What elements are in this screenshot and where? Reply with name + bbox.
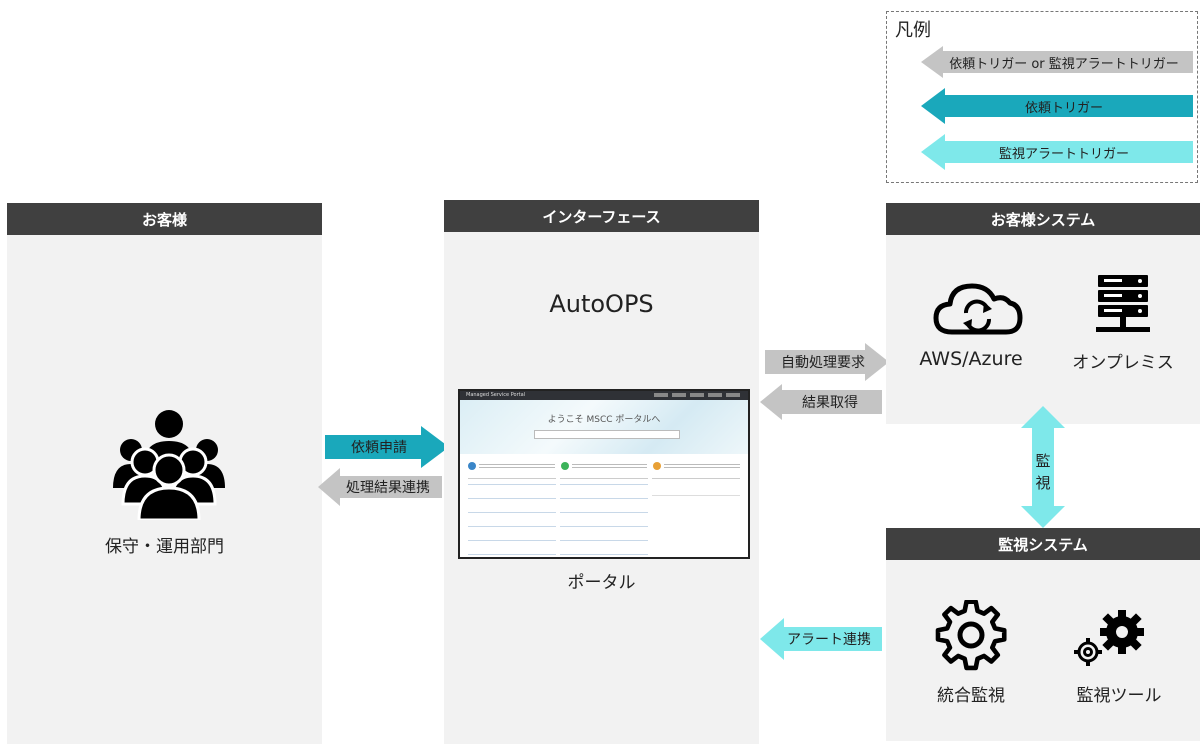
portal-list-column xyxy=(560,478,648,557)
product-title: AutoOPS xyxy=(549,290,654,318)
portal-list-column xyxy=(468,478,556,557)
alert-link-arrow-label: アラート連携 xyxy=(787,632,871,648)
gear-icon xyxy=(935,600,1007,671)
server-icon xyxy=(1096,275,1150,332)
portal-cards-row xyxy=(460,454,748,478)
portal-lists xyxy=(460,478,748,557)
result-link-arrow-label: 処理結果連携 xyxy=(346,480,430,496)
portal-nav-title: Managed Service Portal xyxy=(466,392,526,398)
gears-icon xyxy=(1074,610,1144,666)
legend-item-label: 依頼トリガー xyxy=(1024,100,1103,116)
legend-title: 凡例 xyxy=(895,20,931,41)
portal-card-icon xyxy=(653,462,662,470)
portal-card-text xyxy=(479,463,555,469)
result-fetch-arrow: 結果取得 xyxy=(760,384,882,420)
portal-card-text xyxy=(571,463,648,469)
auto-request-arrow-shape xyxy=(765,343,889,381)
integrated-monitoring-label: 統合監視 xyxy=(937,686,1005,706)
people-group-icon xyxy=(113,410,225,520)
portal-card-icon xyxy=(560,462,569,470)
portal-label: ポータル xyxy=(567,573,636,593)
legend-item-label: 監視アラートトリガー xyxy=(998,146,1129,162)
portal-nav-bar: Managed Service Portal xyxy=(460,391,748,400)
gray-arrow-shape xyxy=(921,46,1193,78)
legend: 凡例 依頼トリガー or 監視アラートトリガー 依頼トリガー 監視アラートトリガ… xyxy=(886,11,1198,183)
portal-welcome: ようこそ MSCC ポータルへ xyxy=(547,415,661,425)
result-fetch-arrow-label: 結果取得 xyxy=(802,395,858,411)
portal-search-box xyxy=(534,430,680,439)
portal-hero: ようこそ MSCC ポータルへ xyxy=(460,400,748,454)
legend-light-arrow: 監視アラートトリガー xyxy=(921,134,1193,170)
monitoring-system-header: 監視システム xyxy=(886,528,1200,560)
auto-request-arrow: 自動処理要求 xyxy=(765,343,889,381)
legend-gray-arrow: 依頼トリガー or 監視アラートトリガー xyxy=(921,46,1193,78)
on-premise-label: オンプレミス xyxy=(1072,353,1174,373)
request-arrow-shape xyxy=(325,426,449,468)
aws-azure-label: AWS/Azure xyxy=(919,348,1023,370)
monitoring-tool-label: 監視ツール xyxy=(1076,686,1162,706)
alert-link-arrow: アラート連携 xyxy=(760,618,882,660)
portal-card xyxy=(653,460,741,472)
portal-card-icon xyxy=(468,462,476,470)
request-arrow: 依頼申請 xyxy=(325,426,449,468)
portal-card-text xyxy=(664,463,741,469)
portal-card xyxy=(560,460,648,472)
request-arrow-label: 依頼申請 xyxy=(351,440,407,456)
monitor-arrow-shape xyxy=(1021,406,1065,528)
result-link-arrow-shape xyxy=(318,468,442,506)
auto-request-arrow-label: 自動処理要求 xyxy=(781,355,865,371)
portal-list-column xyxy=(652,478,740,496)
result-link-arrow: 処理結果連携 xyxy=(318,468,442,506)
monitor-arrow-label: 監視 xyxy=(1035,452,1051,492)
portal-screenshot: Managed Service Portal ようこそ MSCC ポータルへ xyxy=(458,389,750,559)
interface-header: インターフェース xyxy=(444,200,759,232)
alert-link-arrow-shape xyxy=(760,618,882,660)
light-arrow-shape xyxy=(921,134,1193,170)
legend-item-label: 依頼トリガー or 監視アラートトリガー xyxy=(949,56,1179,72)
customer-header: お客様 xyxy=(7,203,322,235)
portal-nav-links xyxy=(654,393,744,397)
legend-teal-arrow: 依頼トリガー xyxy=(921,88,1193,124)
result-fetch-arrow-shape xyxy=(760,384,882,420)
cloud-sync-icon xyxy=(933,283,1023,335)
portal-card xyxy=(468,460,555,472)
customer-dept-label: 保守・運用部門 xyxy=(105,537,224,557)
customer-system-header: お客様システム xyxy=(886,203,1200,235)
teal-arrow-shape xyxy=(921,88,1193,124)
